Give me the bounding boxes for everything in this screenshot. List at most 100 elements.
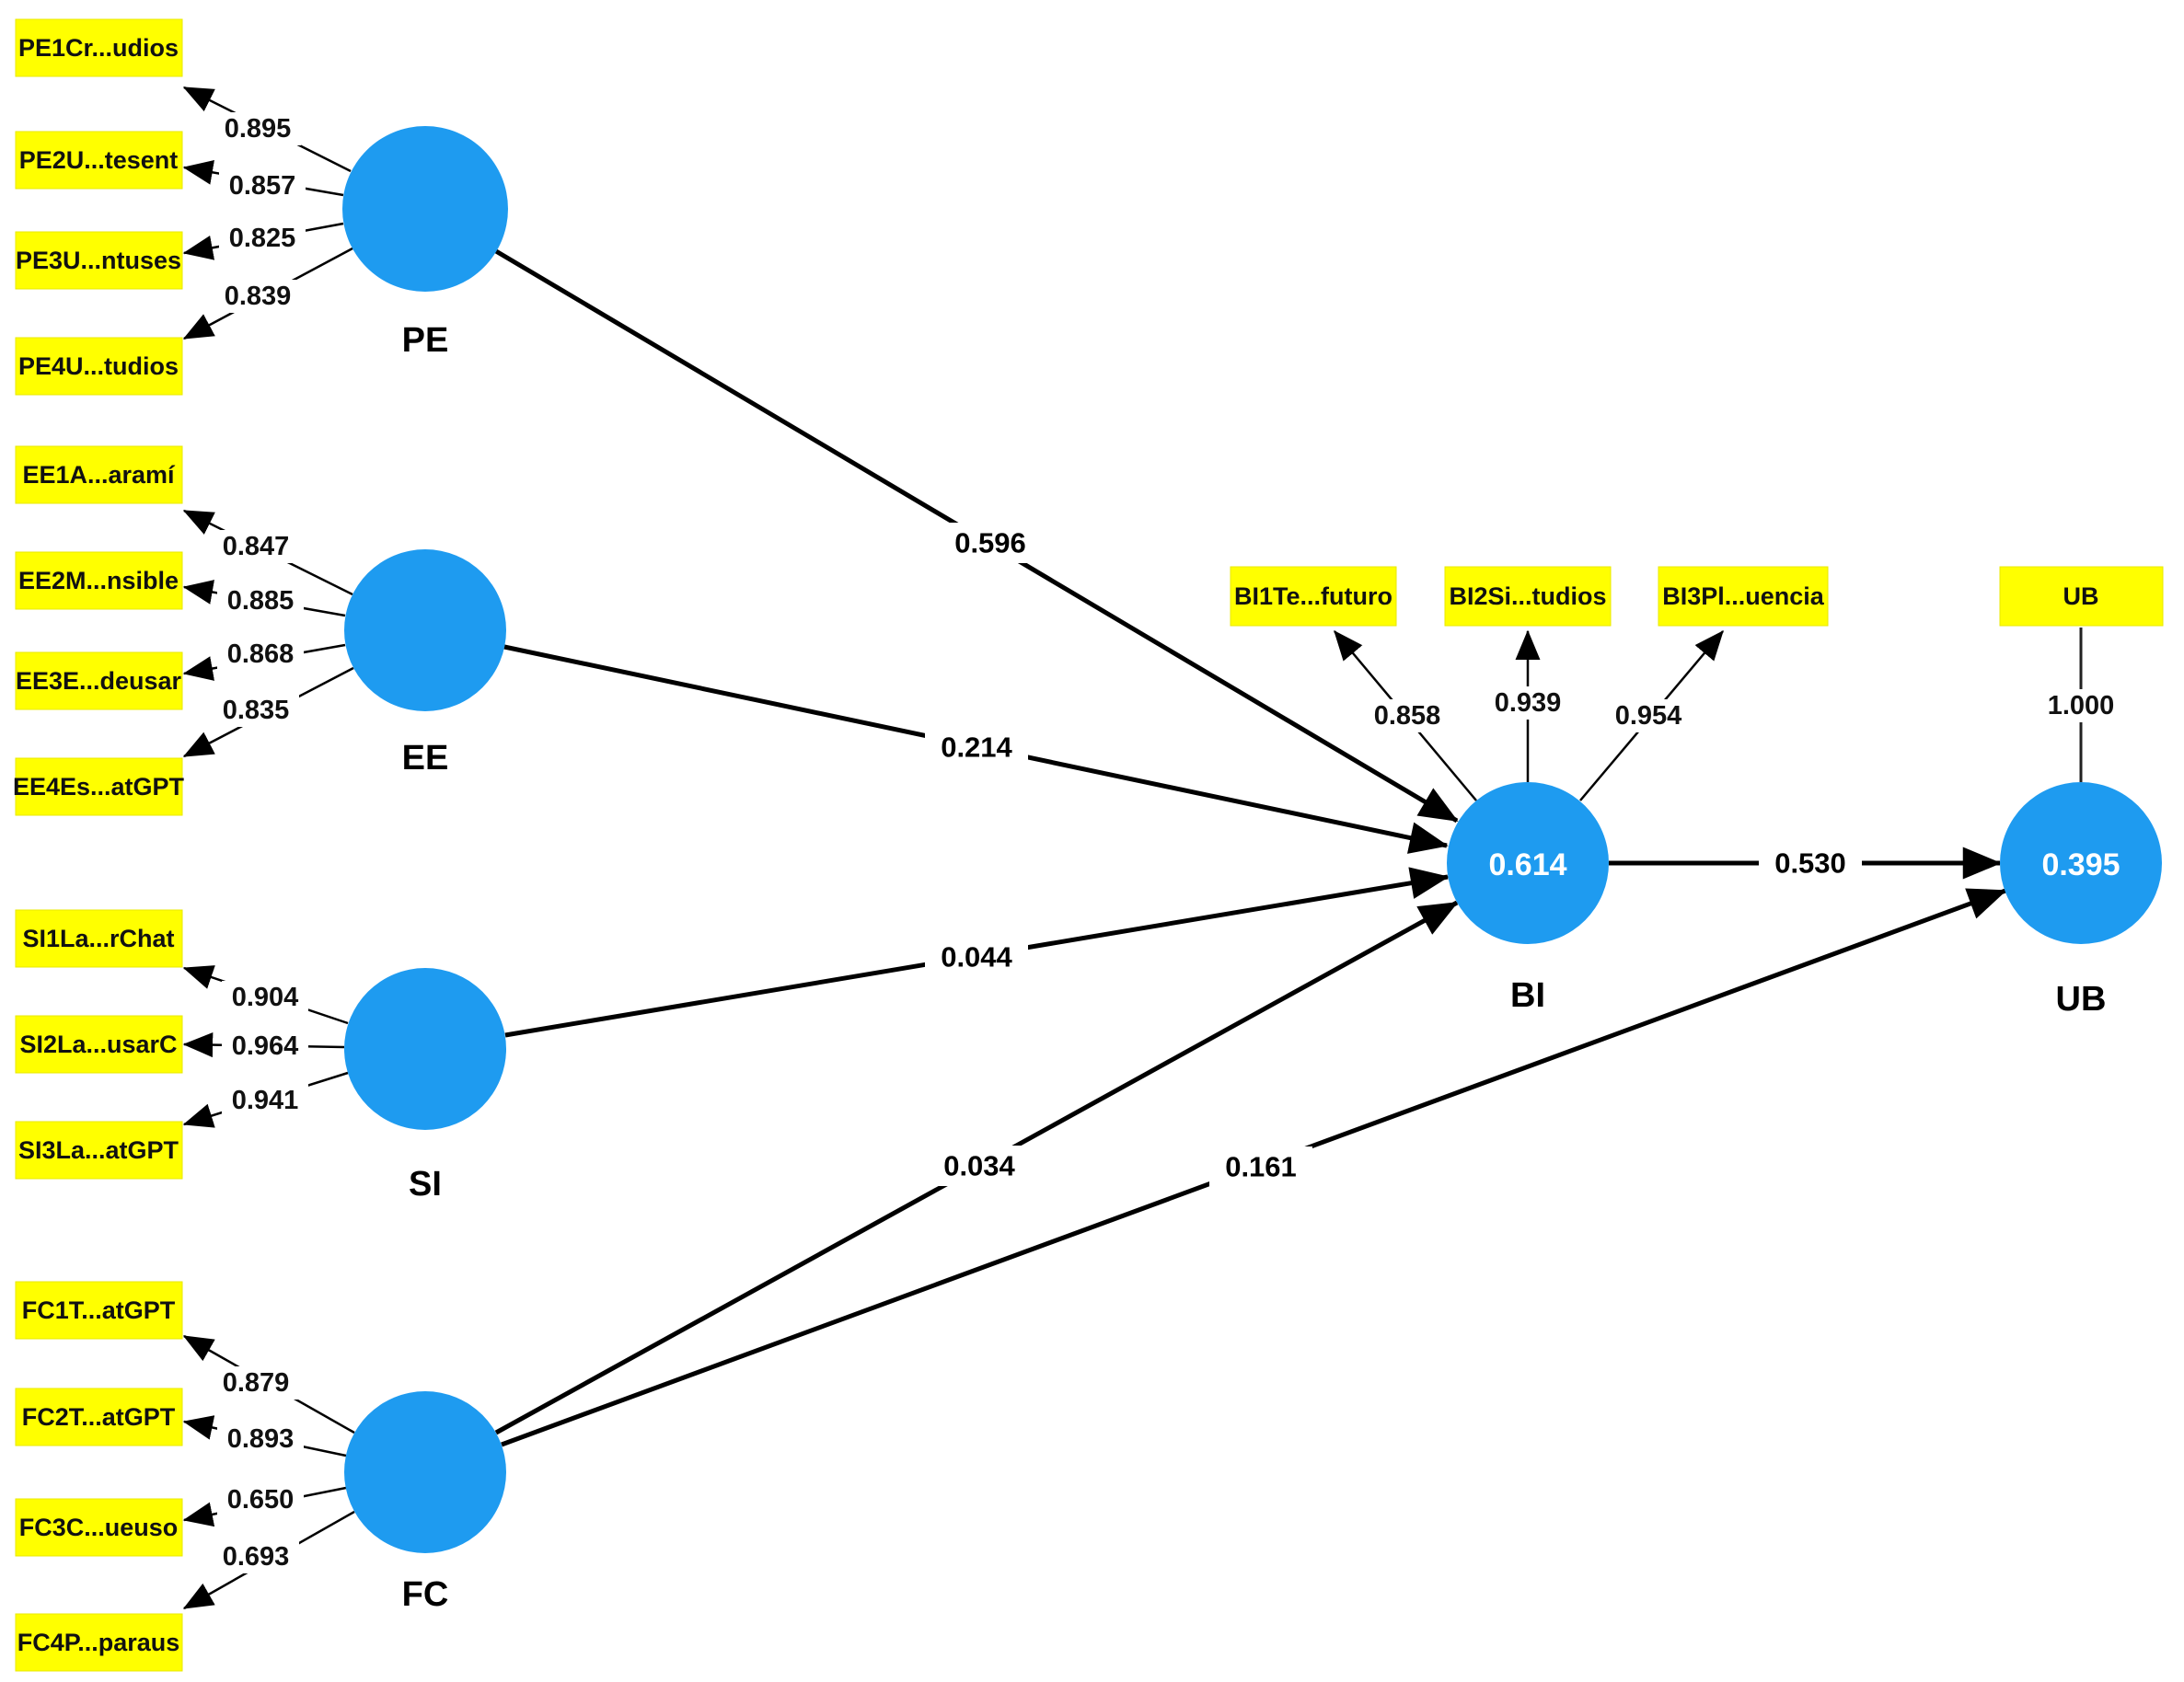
indicator-box-fc4 [15,1613,183,1672]
construct-node-ee [344,549,506,711]
r-squared-value-bi: 0.614 [1488,847,1566,882]
path-coef-si-bi: 0.044 [941,941,1012,973]
indicator-box-fc3 [15,1498,183,1557]
construct-label-si: SI [409,1165,442,1204]
indicator-label-ee4: EE4Es...atGPT [13,773,185,801]
label-bg [1209,1146,1312,1187]
indicator-boxes: PE1Cr...udios PE2U...tesent PE3U...ntuse… [13,18,2164,1672]
loading-value-bi1: 0.858 [1374,701,1441,731]
construct-node-fc [344,1391,506,1553]
label-bg [217,638,304,671]
indicator-label-si2: SI2La...usarC [19,1031,177,1058]
indicator-label-ee3: EE3E...deusar [16,667,182,695]
indicator-box-fc1 [15,1281,183,1340]
label-bg [222,981,308,1014]
indicator-label-fc4: FC4P...paraus [17,1629,180,1656]
label-bg [925,937,1028,977]
loading-value-ee1: 0.847 [223,532,290,561]
loading-value-ee3: 0.868 [227,639,295,669]
loading-value-pe4: 0.839 [225,282,292,311]
indicator-label-pe1: PE1Cr...udios [18,34,179,62]
path-coef-pe-bi: 0.596 [954,527,1026,559]
indicator-label-ee2: EE2M...nsible [18,567,179,594]
construct-label-pe: PE [402,321,449,360]
loading-value-ee4: 0.835 [223,696,290,725]
label-bg [214,280,301,313]
label-bg [213,694,299,727]
indicator-box-si1 [15,909,183,968]
indicator-label-bi3: BI3Pl...uencia [1662,582,1825,610]
indicator-box-pe3 [15,231,183,290]
label-bg [217,584,304,617]
indicator-box-ub [1999,566,2164,627]
label-bg [213,1366,299,1400]
loading-value-si1: 0.904 [232,983,299,1012]
indicator-label-ee1: EE1A...aramí [22,461,176,489]
indicator-label-pe2: PE2U...tesent [19,146,179,174]
loading-value-pe2: 0.857 [229,171,296,201]
loading-value-pe3: 0.825 [229,224,296,253]
indicator-label-fc2: FC2T...atGPT [22,1403,176,1431]
indicator-box-pe4 [15,337,183,396]
loading-value-fc2: 0.893 [227,1424,295,1454]
path-coef-bi-ub: 0.530 [1774,847,1846,880]
loading-value-bi3: 0.954 [1615,701,1682,731]
path-coef-fc-ub: 0.161 [1225,1151,1297,1183]
indicator-box-pe2 [15,131,183,190]
indicator-box-ee2 [15,551,183,610]
indicator-box-si2 [15,1015,183,1074]
construct-node-bi [1447,782,1609,944]
loading-labels: 0.895 0.857 0.825 0.839 0.847 0.885 0.86… [213,112,2124,1573]
label-bg [222,1030,308,1063]
loading-value-fc1: 0.879 [223,1368,290,1398]
path-coefficient-labels: 0.596 0.214 0.044 0.034 0.161 0.530 [925,523,1862,1187]
label-bg [928,1146,1031,1186]
loading-value-ee2: 0.885 [227,586,295,616]
label-bg [222,1084,308,1117]
indicator-label-bi1: BI1Te...futuro [1234,582,1392,610]
label-bg [2038,689,2124,722]
construct-label-fc: FC [402,1575,449,1614]
label-bg [217,1483,304,1516]
loading-value-fc4: 0.693 [223,1542,290,1572]
indicator-box-ee1 [15,445,183,504]
indicator-box-bi3 [1658,566,1829,627]
indicator-box-ee3 [15,651,183,710]
path-coef-fc-bi: 0.034 [943,1150,1015,1182]
indicator-label-si1: SI1La...rChat [22,925,174,952]
indicator-box-si3 [15,1121,183,1180]
loading-value-ub: 1.000 [2048,691,2115,720]
indicator-label-pe3: PE3U...ntuses [16,247,181,274]
loading-value-fc3: 0.650 [227,1485,295,1515]
loading-value-si3: 0.941 [232,1086,299,1115]
indicator-label-ub: UB [2063,582,2099,610]
indicator-box-ee4 [15,757,183,816]
label-bg [1364,699,1450,732]
label-bg [213,1540,299,1573]
construct-label-ub: UB [2056,980,2107,1019]
indicator-label-si3: SI3La...atGPT [18,1136,179,1164]
label-bg [214,112,301,145]
label-bg [925,727,1028,767]
label-bg [213,530,299,563]
label-bg [939,523,1042,563]
loading-value-si2: 0.964 [232,1031,299,1061]
label-bg [1485,686,1571,720]
label-bg [217,1423,304,1456]
construct-node-ub [2000,782,2162,944]
indicator-label-bi2: BI2Si...tudios [1449,582,1606,610]
indicator-box-bi1 [1230,566,1397,627]
indicator-box-pe1 [15,18,183,77]
indicator-label-fc3: FC3C...ueuso [19,1514,179,1541]
construct-nodes: 0.614 0.395 PE EE SI FC BI UB [342,126,2162,1614]
construct-node-pe [342,126,508,292]
label-bg [219,222,306,255]
construct-node-si [344,968,506,1130]
indicator-label-pe4: PE4U...tudios [18,352,179,380]
construct-label-ee: EE [402,739,449,778]
indicator-box-bi2 [1444,566,1612,627]
path-coef-ee-bi: 0.214 [941,732,1012,764]
label-bg [1605,699,1692,732]
